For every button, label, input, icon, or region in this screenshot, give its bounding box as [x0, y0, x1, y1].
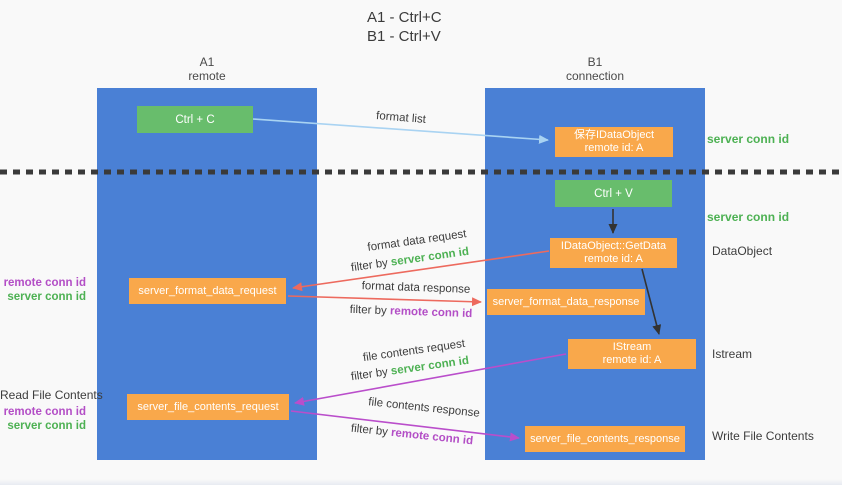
annotation-conn-ids-left-bottom: remote conn id server conn id: [0, 405, 86, 433]
node-istream-line1: IStream: [612, 341, 652, 353]
annotation-remote-conn-id-left-bottom: remote conn id: [3, 406, 86, 418]
title-line-1: A1 - Ctrl+C: [367, 9, 442, 26]
flow-filter-file-contents-response: filter by remote conn id: [350, 423, 473, 448]
annotation-server-conn-id-left-top: server conn id: [7, 291, 86, 303]
node-ctrl-c: Ctrl + C: [137, 106, 253, 133]
column-b-id: B1: [587, 55, 603, 69]
filter-key-remote-conn-id: remote conn id: [389, 305, 473, 321]
node-server-file-contents-request: server_file_contents_request: [127, 394, 289, 420]
column-a-id: A1: [199, 55, 215, 69]
filter-by-prefix: filter by: [350, 366, 389, 384]
annotation-istream: Istream: [712, 347, 753, 361]
node-save-idataobject-line2: remote id: A: [584, 142, 644, 154]
node-getdata-line2: remote id: A: [584, 253, 643, 265]
column-a-header: A1 remote: [97, 55, 317, 83]
node-save-idataobject-line1: 保存IDataObject: [573, 129, 655, 141]
filter-by-prefix: filter by: [350, 422, 389, 439]
node-getdata-line1: IDataObject::GetData: [560, 240, 667, 252]
annotation-server-conn-id-left-bottom: server conn id: [7, 420, 86, 432]
node-server-file-contents-response: server_file_contents_response: [525, 426, 685, 452]
flow-label-format-list: format list: [375, 110, 427, 126]
flow-label-file-contents-response: file contents response: [367, 396, 481, 420]
window-bottom-edge: [0, 479, 842, 485]
flow-label-format-data-response: format data response: [361, 280, 471, 296]
node-server-format-data-request: server_format_data_request: [129, 278, 286, 304]
node-idataobject-getdata: IDataObject::GetData remote id: A: [550, 238, 677, 268]
annotation-server-conn-id-top: server conn id: [707, 132, 790, 146]
annotation-conn-ids-left-top: remote conn id server conn id: [0, 276, 86, 304]
annotation-remote-conn-id-left-top: remote conn id: [3, 277, 86, 289]
node-ctrl-v-label: Ctrl + V: [594, 187, 633, 200]
annotation-write-file-contents: Write File Contents: [712, 429, 814, 443]
node-file-request-label: server_file_contents_request: [137, 400, 279, 413]
annotation-dataobject: DataObject: [712, 244, 773, 258]
filter-key-remote-conn-id: remote conn id: [390, 426, 474, 448]
filter-by-prefix: filter by: [349, 303, 387, 318]
node-format-request-label: server_format_data_request: [138, 284, 277, 297]
node-ctrl-c-label: Ctrl + C: [175, 113, 215, 126]
node-ctrl-v: Ctrl + V: [555, 180, 672, 207]
node-istream: IStream remote id: A: [568, 339, 696, 369]
annotation-read-file-contents: Read File Contents: [0, 388, 103, 402]
column-b-header: B1 connection: [485, 55, 705, 83]
flow-filter-format-data-response: filter by remote conn id: [349, 304, 472, 320]
node-istream-line2: remote id: A: [602, 354, 662, 366]
node-server-format-data-response: server_format_data_response: [487, 289, 645, 315]
annotation-server-conn-id-mid: server conn id: [707, 210, 790, 224]
node-save-idataobject: 保存IDataObject remote id: A: [555, 127, 673, 157]
node-format-response-label: server_format_data_response: [492, 295, 640, 308]
title-line-2: B1 - Ctrl+V: [367, 28, 441, 45]
filter-key-server-conn-id: server conn id: [390, 245, 470, 269]
node-file-response-label: server_file_contents_response: [530, 432, 680, 445]
filter-by-prefix: filter by: [350, 257, 389, 275]
diagram-title: A1 - Ctrl+C B1 - Ctrl+V: [367, 8, 442, 46]
column-b-name: connection: [565, 69, 625, 83]
column-a-name: remote: [188, 69, 226, 83]
